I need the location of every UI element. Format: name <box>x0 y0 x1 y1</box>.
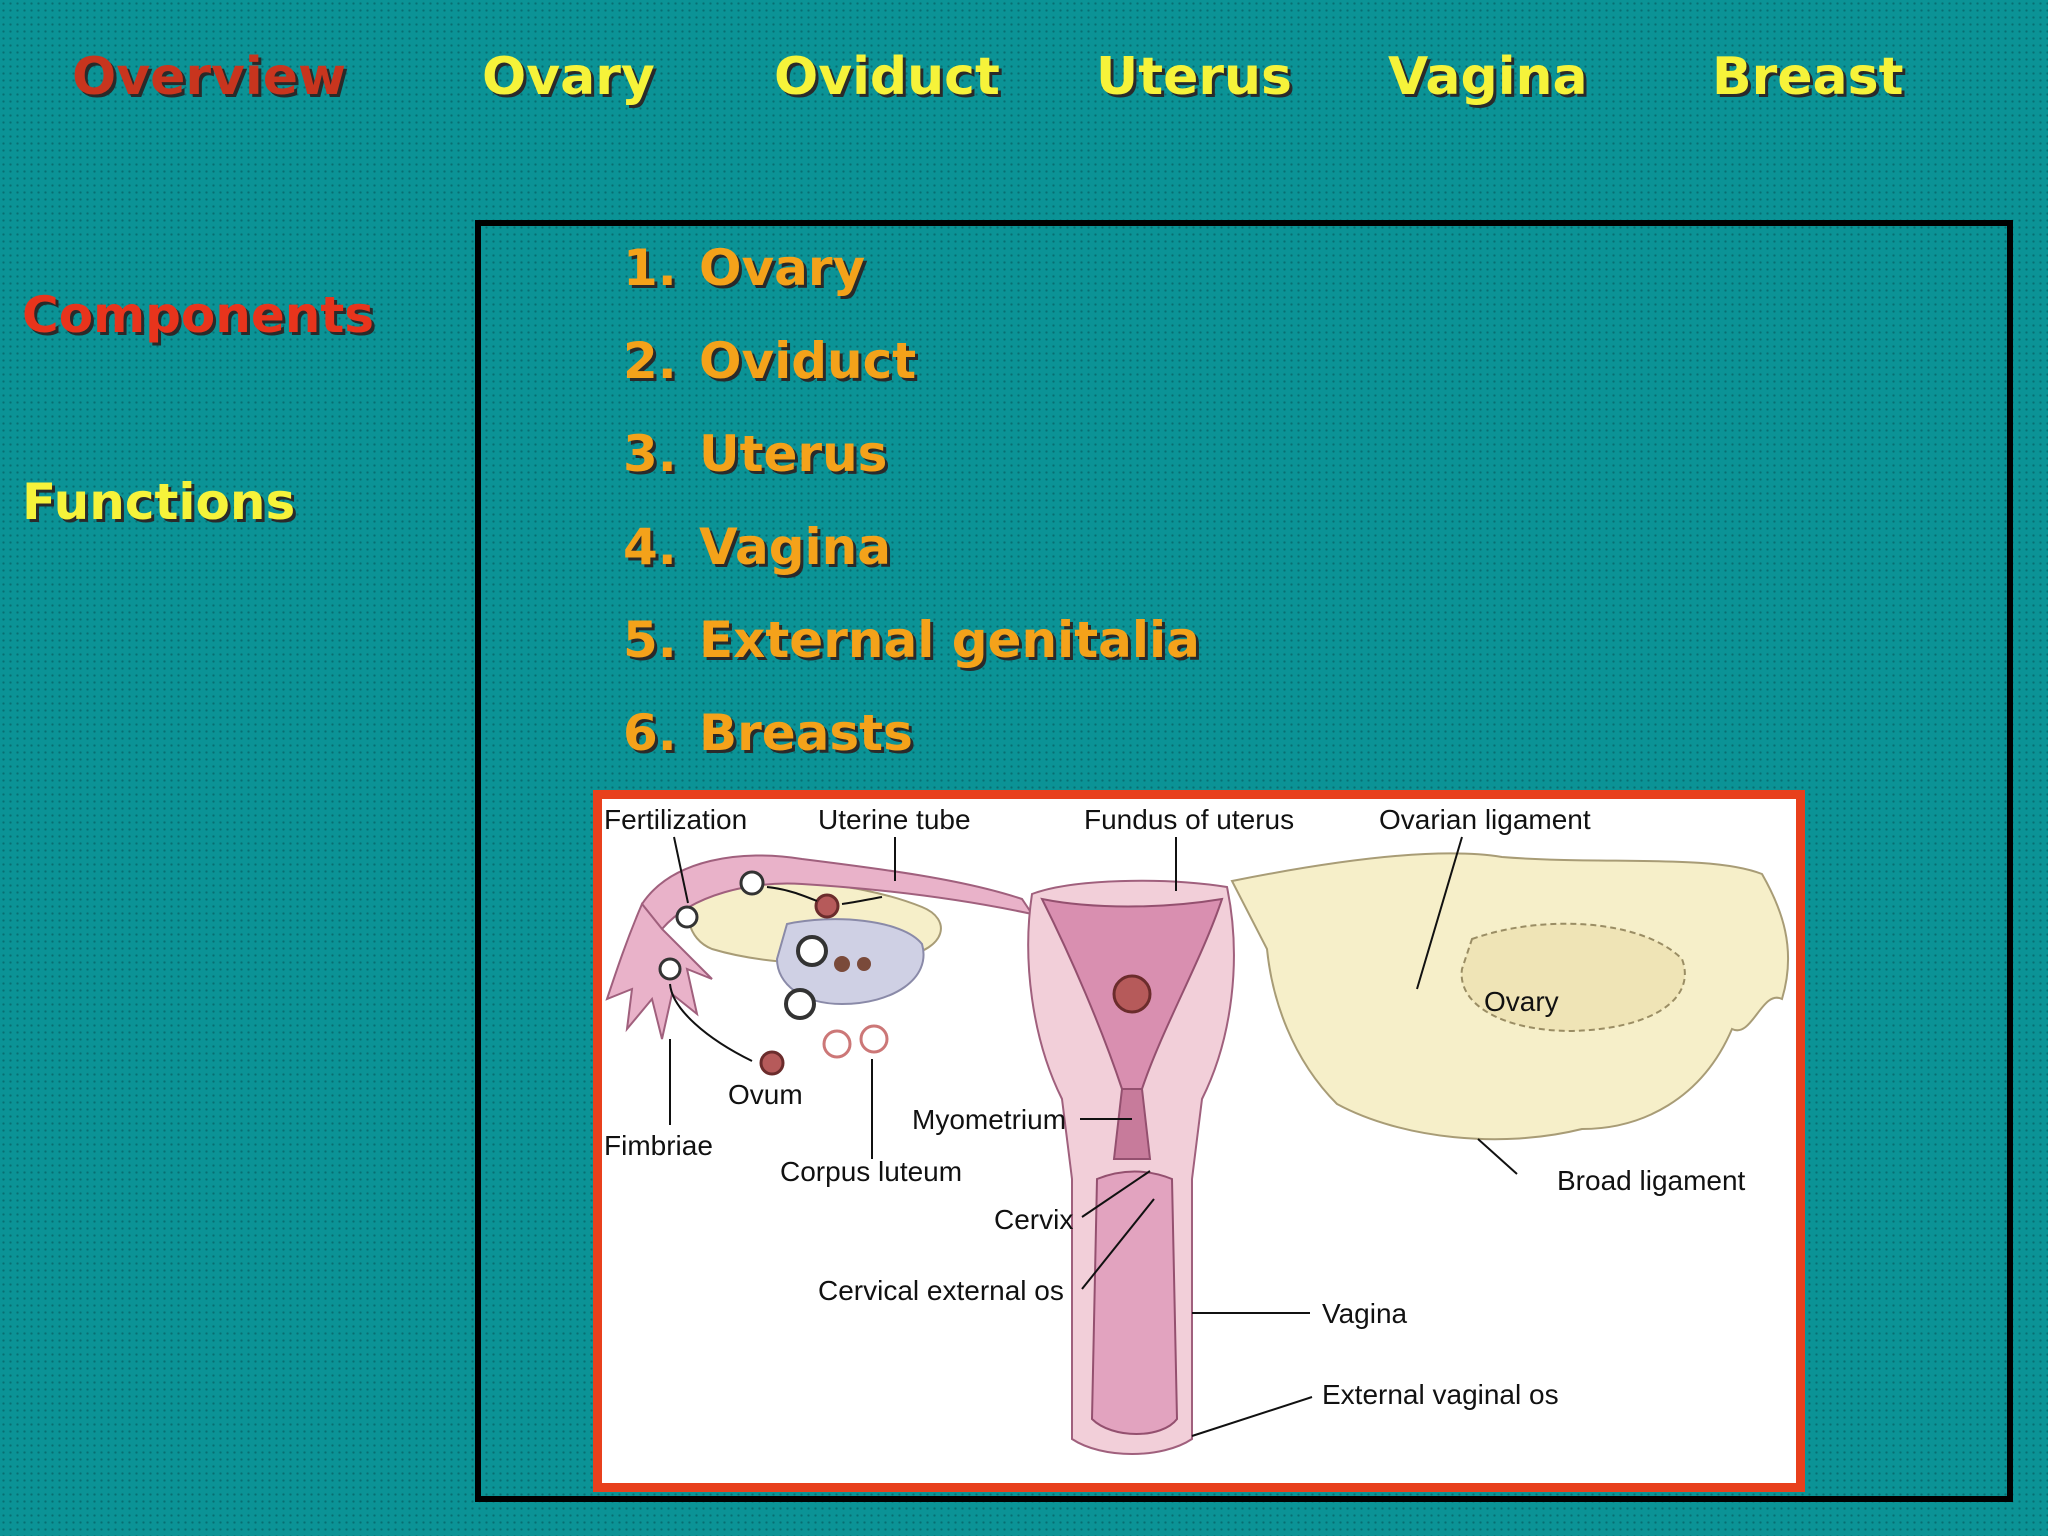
label-uterine-tube: Uterine tube <box>818 804 971 835</box>
ovum-path-arrow <box>841 896 883 905</box>
nav-tab-overview[interactable]: Overview <box>72 47 347 107</box>
ovum-circle <box>675 905 699 929</box>
component-item-external-genitalia: 5.External genitalia <box>623 611 1200 669</box>
ovum-circle <box>759 1050 785 1076</box>
nav-tab-vagina[interactable]: Vagina <box>1388 47 1588 107</box>
sidebar-item-components[interactable]: Components <box>22 286 375 344</box>
cervical-canal <box>1112 1088 1152 1160</box>
ovum-circle <box>814 893 840 919</box>
nav-tab-uterus[interactable]: Uterus <box>1096 47 1292 107</box>
label-fimbriae: Fimbriae <box>604 1130 713 1161</box>
anatomy-diagram: Fertilization Uterine tube Fundus of ute… <box>604 804 1790 1455</box>
ovum-circle <box>739 870 765 896</box>
right-ovary-shape <box>1460 922 1686 1033</box>
component-item-ovary: 1.Ovary <box>623 239 866 297</box>
uterus-shape <box>1027 879 1235 1455</box>
label-fundus-of-uterus: Fundus of uterus <box>1084 804 1294 835</box>
leader-line <box>1081 1170 1151 1218</box>
label-ovum: Ovum <box>728 1079 803 1110</box>
component-item-oviduct: 2.Oviduct <box>623 332 917 390</box>
follicle-circle <box>784 988 816 1020</box>
ovum-path-arrow <box>766 886 818 902</box>
label-cervix: Cervix <box>994 1204 1073 1235</box>
component-item-uterus: 3.Uterus <box>623 425 888 483</box>
ovum-circle <box>658 957 682 981</box>
label-fertilization: Fertilization <box>604 804 747 835</box>
label-corpus-luteum: Corpus luteum <box>780 1156 962 1187</box>
leader-line <box>1191 1396 1313 1437</box>
nav-tab-oviduct[interactable]: Oviduct <box>774 47 1000 107</box>
anatomy-figure: Fertilization Uterine tube Fundus of ute… <box>593 790 1805 1492</box>
component-item-breasts: 6.Breasts <box>623 704 913 762</box>
label-vagina: Vagina <box>1322 1298 1408 1329</box>
component-item-vagina: 4.Vagina <box>623 518 891 576</box>
leader-line <box>1416 836 1463 990</box>
leader-line <box>673 836 689 904</box>
follicle-circle <box>857 957 871 971</box>
label-myometrium: Myometrium <box>912 1104 1066 1135</box>
corpus-luteum-circle <box>822 1029 852 1059</box>
follicle-circle <box>834 956 850 972</box>
label-external-vaginal-os: External vaginal os <box>1322 1379 1559 1410</box>
vagina-shape <box>1090 1170 1179 1435</box>
embryo-circle <box>1112 974 1152 1014</box>
content-panel: 1.Ovary 2.Oviduct 3.Uterus 4.Vagina 5.Ex… <box>475 220 2013 1502</box>
ovum-path-arrow <box>669 983 753 1062</box>
nav-tab-breast[interactable]: Breast <box>1712 47 1904 107</box>
leader-line <box>1081 1198 1155 1290</box>
sidebar-item-functions[interactable]: Functions <box>22 473 296 531</box>
follicle-circle <box>796 935 828 967</box>
label-ovary: Ovary <box>1484 986 1559 1017</box>
label-ovarian-ligament: Ovarian ligament <box>1379 804 1591 835</box>
label-broad-ligament: Broad ligament <box>1557 1165 1746 1196</box>
nav-tab-ovary[interactable]: Ovary <box>482 47 655 107</box>
label-cervical-external-os: Cervical external os <box>818 1275 1064 1306</box>
corpus-luteum-circle <box>859 1024 889 1054</box>
leader-line <box>1477 1138 1518 1175</box>
